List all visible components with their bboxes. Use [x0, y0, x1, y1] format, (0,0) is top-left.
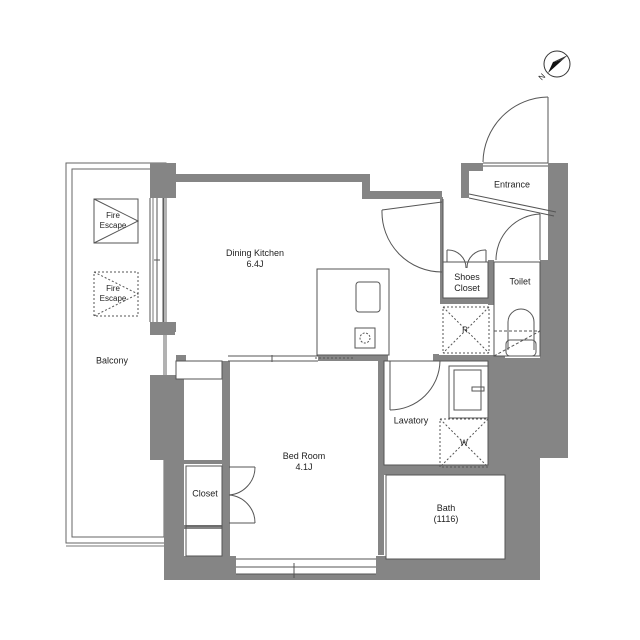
room-label-shoes-closet: Shoes Closet: [454, 272, 480, 294]
sink: [448, 365, 489, 419]
shoes-closet-doors: [446, 249, 487, 269]
kitchen-counter: [316, 268, 390, 356]
room-name: Dining Kitchen: [225, 248, 285, 258]
room-label-toilet: Toilet: [509, 277, 530, 288]
room-label-lavatory: Lavatory: [394, 416, 429, 427]
label-line1: Fire: [106, 284, 120, 293]
closet-doors: [228, 466, 256, 524]
sliding-door-bedroom: [228, 355, 355, 362]
room-size: 6.4J: [246, 259, 264, 269]
fire-escape-label-2: Fire Escape: [100, 284, 127, 304]
toilet-door: [495, 213, 541, 261]
door-dining: [381, 201, 443, 273]
room-size: 4.1J: [295, 462, 313, 472]
washer-space: [439, 418, 489, 468]
washer-label: W: [460, 438, 468, 448]
room-name: Lavatory: [393, 415, 429, 426]
washer-mark: W: [460, 438, 468, 449]
fridge-space: [442, 306, 490, 354]
fridge-mark: R: [462, 325, 468, 336]
fridge-label: R: [462, 325, 468, 335]
lavatory-door: [389, 360, 441, 411]
room-label-dining-kitchen: Dining Kitchen 6.4J: [226, 248, 284, 270]
label-line2: Escape: [99, 221, 127, 230]
room-label-bed-room: Bed Room 4.1J: [283, 451, 326, 473]
label-line2: Escape: [99, 294, 127, 303]
fire-escape-label-1: Fire Escape: [100, 211, 127, 231]
room-name-line2: Closet: [454, 283, 480, 293]
room-label-entrance: Entrance: [494, 180, 530, 191]
balcony-railing: [65, 162, 167, 544]
fire-escape-hatch-2: [93, 271, 140, 317]
room-name: Bath: [436, 503, 456, 513]
room-name: Bed Room: [282, 451, 326, 461]
room-name: Entrance: [493, 179, 531, 190]
toilet-fixture: [493, 308, 541, 357]
window-west: [149, 198, 164, 322]
room-name: Balcony: [95, 355, 129, 366]
room-name: Closet: [192, 488, 218, 499]
fire-escape-hatch-1: [93, 198, 140, 244]
room-size: (1116): [433, 514, 459, 524]
room-name-line1: Shoes: [454, 272, 480, 282]
room-label-balcony: Balcony: [96, 356, 128, 367]
window-south: [236, 558, 376, 578]
compass-icon: [543, 50, 571, 78]
entrance-door: [482, 96, 549, 167]
walls: [150, 163, 568, 580]
room-label-bath: Bath (1116): [434, 503, 459, 525]
label-line1: Fire: [106, 211, 120, 220]
room-name: Toilet: [509, 276, 531, 287]
room-label-closet: Closet: [192, 489, 218, 500]
